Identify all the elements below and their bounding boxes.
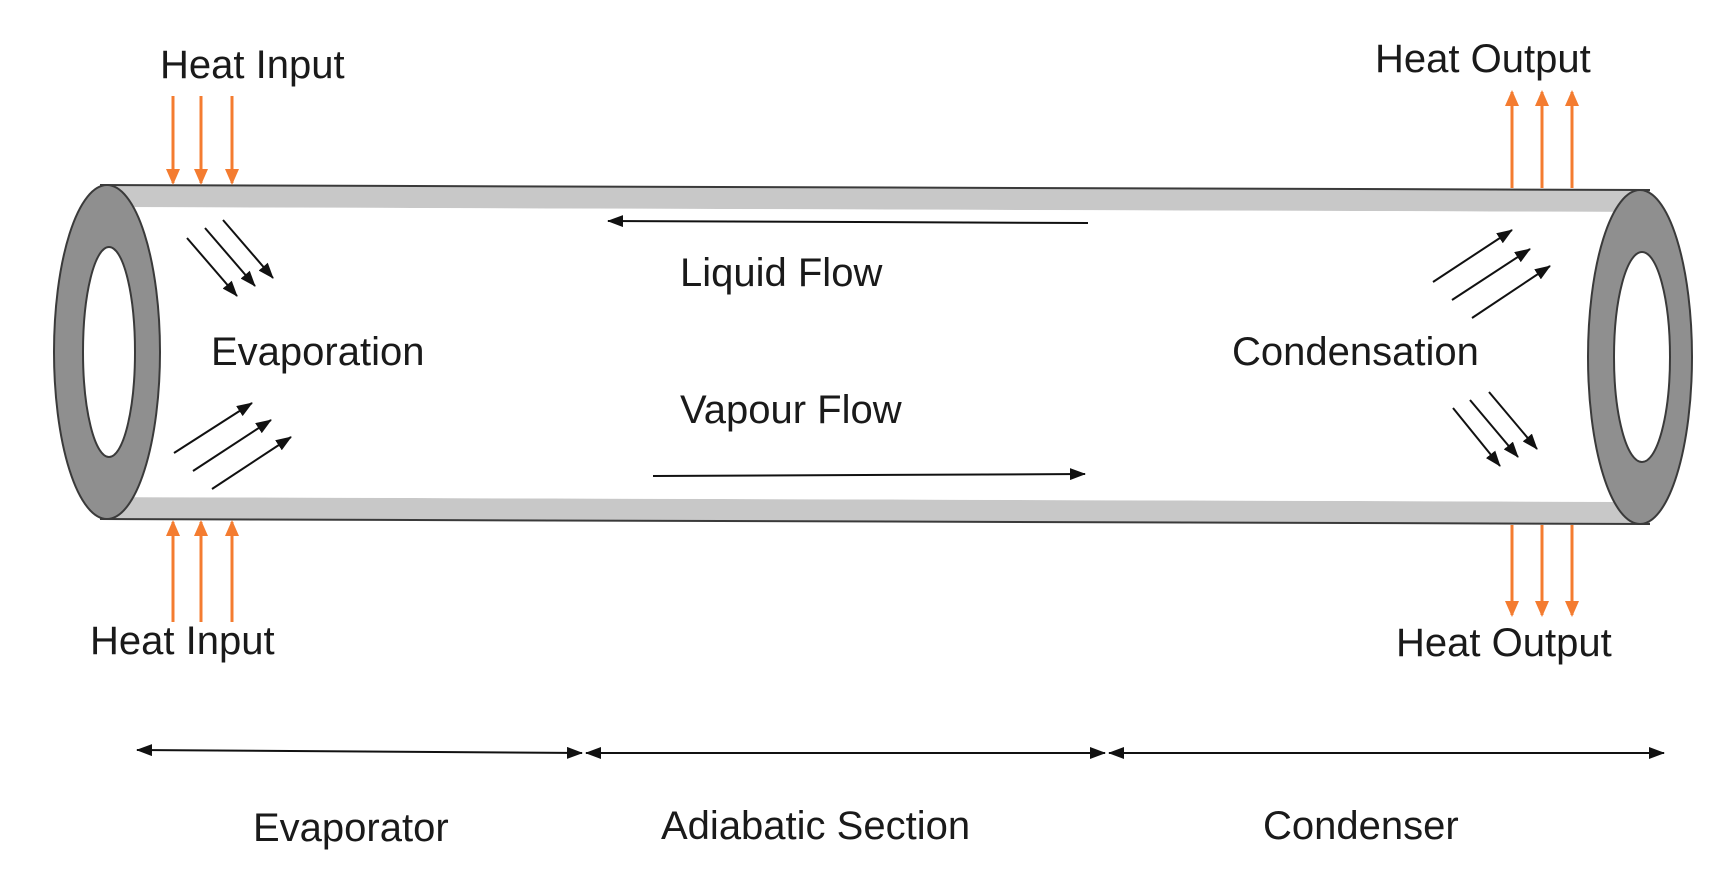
evaporator-section-label: Evaporator — [253, 806, 449, 850]
adiabatic-section-label: Adiabatic Section — [661, 804, 971, 848]
condenser-section-label: Condenser — [1263, 804, 1459, 848]
condensation-label: Condensation — [1232, 330, 1479, 374]
section-dimension-arrows — [136, 744, 1665, 759]
vapour-flow-arrow — [652, 468, 1086, 481]
evaporation-label: Evaporation — [211, 330, 425, 374]
heat-input-top-label: Heat Input — [160, 43, 345, 87]
vapour-flow-label: Vapour Flow — [680, 388, 902, 432]
pipe-top-wall — [100, 185, 1650, 212]
heat-output-arrows-top — [1505, 90, 1579, 188]
evaporation-arrows-upper — [186, 219, 274, 297]
heat-output-arrows-bottom — [1505, 525, 1579, 617]
liquid-flow-arrow — [607, 215, 1089, 228]
condensation-arrows-lower — [1452, 391, 1538, 467]
evaporator-span-arrow — [136, 744, 583, 759]
pipe-body — [99, 184, 1651, 525]
condensation-arrows-upper — [1432, 229, 1551, 319]
heat-output-top-label: Heat Output — [1375, 37, 1591, 81]
pipe-right-end — [1587, 189, 1693, 525]
liquid-flow-label: Liquid Flow — [680, 251, 883, 295]
heat-input-arrows-bottom — [166, 520, 239, 622]
evaporation-arrows-lower — [173, 402, 292, 490]
heat-input-bottom-label: Heat Input — [90, 619, 275, 663]
pipe-bottom-wall — [100, 497, 1650, 524]
heat-output-bottom-label: Heat Output — [1396, 621, 1612, 665]
pipe-left-end — [53, 184, 161, 520]
pipe-bore — [100, 207, 1650, 502]
heat-input-arrows-top — [166, 96, 239, 185]
